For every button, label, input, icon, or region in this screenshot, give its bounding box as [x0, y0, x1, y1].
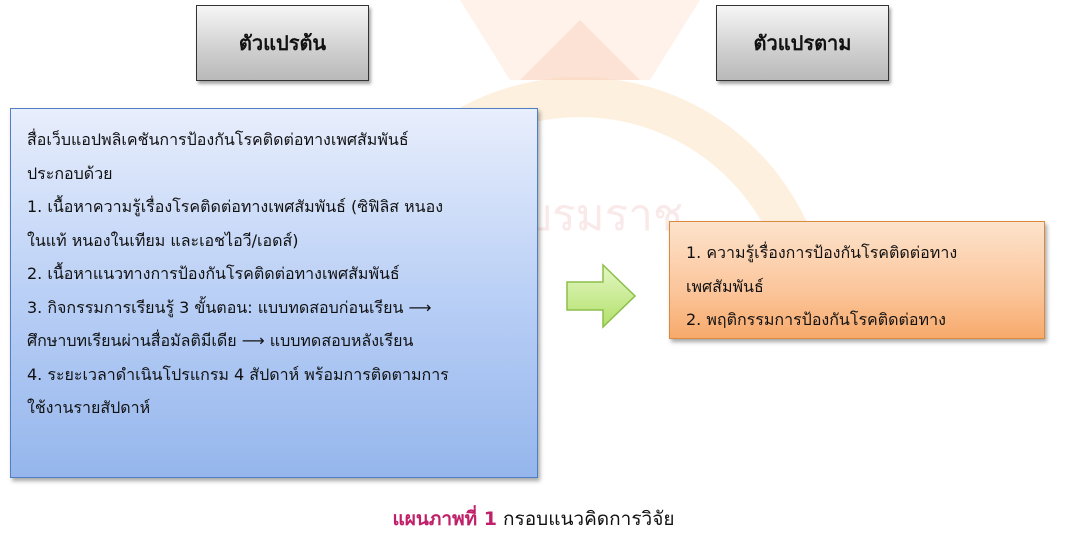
independent-line: ใช้งานรายสัปดาห์: [27, 398, 151, 417]
dependent-line: เพศสัมพันธ์: [686, 276, 764, 296]
dependent-line: 1. ความรู้เรื่องการป้องกันโรคติดต่อทาง: [686, 243, 958, 262]
independent-line: 1. เนื้อหาความรู้เรื่องโรคติดต่อทางเพศสั…: [27, 197, 444, 216]
figure-label: แผนภาพที่ 1: [392, 508, 497, 530]
independent-line: 3. กิจกรรมการเรียนรู้ 3 ขั้นตอน: แบบทดสอ…: [27, 297, 432, 317]
figure-title: กรอบแนวคิดการวิจัย: [503, 508, 675, 530]
independent-line: 4. ระยะเวลาดำเนินโปรแกรม 4 สัปดาห์ พร้อม…: [27, 364, 449, 384]
dependent-line: 2. พฤติกรรมการป้องกันโรคติดต่อทาง: [686, 310, 946, 329]
independent-variable-box: สื่อเว็บแอปพลิเคชันการป้องกันโรคติดต่อทา…: [10, 108, 538, 478]
figure-caption: แผนภาพที่ 1 กรอบแนวคิดการวิจัย: [0, 504, 1067, 534]
independent-line: สื่อเว็บแอปพลิเคชันการป้องกันโรคติดต่อทา…: [27, 130, 409, 149]
dependent-variable-box: 1. ความรู้เรื่องการป้องกันโรคติดต่อทาง เ…: [669, 221, 1045, 339]
dependent-variable-header: ตัวแปรตาม: [716, 5, 889, 81]
right-arrow-icon: [566, 263, 637, 329]
independent-line: ประกอบด้วย: [27, 163, 113, 183]
independent-line: 2. เนื้อหาแนวทางการป้องกันโรคติดต่อทางเพ…: [27, 264, 400, 283]
independent-variable-header: ตัวแปรต้น: [196, 5, 369, 81]
independent-line: ในแท้ หนองในเทียม และเอชไอวี/เอดส์): [27, 230, 299, 250]
independent-line: ศึกษาบทเรียนผ่านสื่อมัลติมีเดีย ⟶ แบบทดส…: [27, 331, 414, 350]
